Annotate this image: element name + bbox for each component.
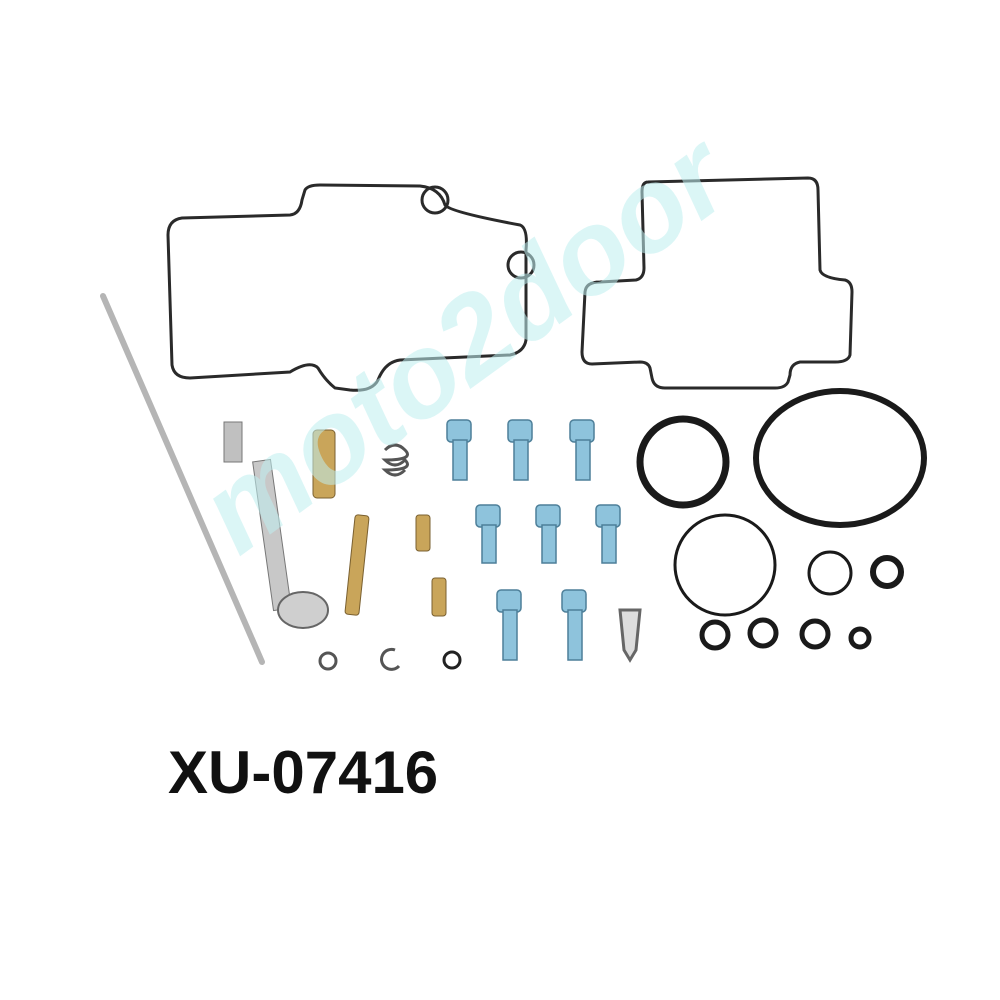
o-ring	[870, 555, 904, 589]
small-parts	[318, 443, 642, 671]
gasket-ring	[506, 250, 536, 280]
part-number: XU-07416	[168, 739, 439, 806]
o-ring	[753, 388, 927, 528]
bolts	[446, 419, 621, 661]
float-bowl-gasket	[166, 183, 528, 392]
bolt	[446, 419, 472, 481]
bolt	[561, 589, 587, 661]
o-ring	[848, 626, 872, 650]
float-needle	[618, 608, 642, 663]
washer	[318, 651, 338, 671]
needle-rod	[100, 293, 265, 665]
brass-jets	[312, 429, 447, 617]
o-ring	[699, 619, 731, 651]
mixture-screw-assembly	[223, 421, 329, 629]
o-ring	[799, 618, 831, 650]
e-clip	[380, 647, 401, 671]
bolt	[507, 419, 533, 481]
bolt	[496, 589, 522, 661]
o-ring	[807, 550, 853, 596]
o-ring	[747, 617, 779, 649]
bolt	[535, 504, 561, 564]
o-ring	[673, 513, 777, 617]
top-cover-gasket	[580, 176, 854, 390]
bolt	[595, 504, 621, 564]
gasket-ring	[420, 185, 450, 215]
spring	[381, 443, 409, 477]
o-ring	[636, 415, 730, 509]
washer	[442, 650, 462, 670]
bolt	[569, 419, 595, 481]
bolt	[475, 504, 501, 564]
